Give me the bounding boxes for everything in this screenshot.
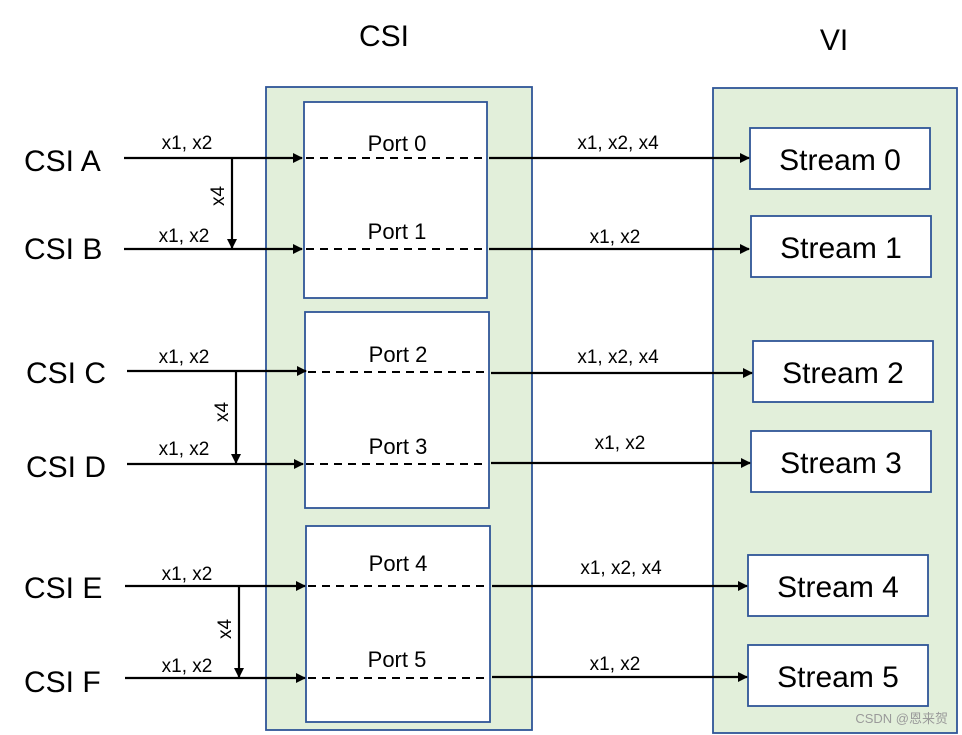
stream-box-5 — [747, 644, 929, 707]
port-group-box-2-3 — [304, 311, 490, 509]
port-label-0: Port 0 — [368, 131, 427, 156]
stream-box-3 — [750, 430, 932, 493]
stream-label-5: Stream 5 — [777, 661, 899, 694]
input-label-e: CSI E — [24, 572, 102, 605]
watermark: CSDN @恩来贺 — [855, 711, 948, 726]
input-label-f: CSI F — [24, 666, 101, 699]
port-label-2: Port 2 — [369, 342, 428, 367]
input-label-b: CSI B — [24, 233, 102, 266]
input-lane-label-e: x1, x2 — [162, 564, 213, 585]
stream-box-0 — [749, 127, 931, 190]
stream-label-4: Stream 4 — [777, 571, 899, 604]
input-lane-label-f: x1, x2 — [162, 656, 213, 677]
stream-label-1: Stream 1 — [780, 232, 902, 265]
vi-title: VI — [820, 24, 848, 57]
output-lane-label-2: x1, x2, x4 — [577, 347, 659, 368]
stream-box-1 — [750, 215, 932, 278]
input-label-d: CSI D — [26, 451, 106, 484]
port-label-4: Port 4 — [369, 551, 428, 576]
port-group-box-4-5 — [305, 525, 491, 723]
port-label-5: Port 5 — [368, 647, 427, 672]
input-lane-label-d: x1, x2 — [159, 439, 210, 460]
vi-panel — [712, 87, 958, 734]
port-label-1: Port 1 — [368, 219, 427, 244]
output-lane-label-0: x1, x2, x4 — [577, 133, 659, 154]
output-lane-label-3: x1, x2 — [595, 433, 646, 454]
output-lane-label-4: x1, x2, x4 — [580, 558, 662, 579]
stream-box-4 — [747, 554, 929, 617]
port-label-3: Port 3 — [369, 434, 428, 459]
stream-label-2: Stream 2 — [782, 357, 904, 390]
output-lane-label-1: x1, x2 — [590, 227, 641, 248]
input-label-c: CSI C — [26, 357, 106, 390]
csi-title: CSI — [359, 20, 409, 53]
merge-label-ab: x4 — [208, 186, 229, 207]
port-group-box-0-1 — [303, 101, 488, 299]
stream-label-3: Stream 3 — [780, 447, 902, 480]
merge-label-ef: x4 — [215, 619, 236, 640]
stream-box-2 — [752, 340, 934, 403]
input-lane-label-c: x1, x2 — [159, 347, 210, 368]
input-lane-label-a: x1, x2 — [162, 133, 213, 154]
input-lane-label-b: x1, x2 — [159, 226, 210, 247]
input-label-a: CSI A — [24, 145, 101, 178]
output-lane-label-5: x1, x2 — [590, 654, 641, 675]
merge-label-cd: x4 — [212, 402, 233, 423]
stream-label-0: Stream 0 — [779, 144, 901, 177]
